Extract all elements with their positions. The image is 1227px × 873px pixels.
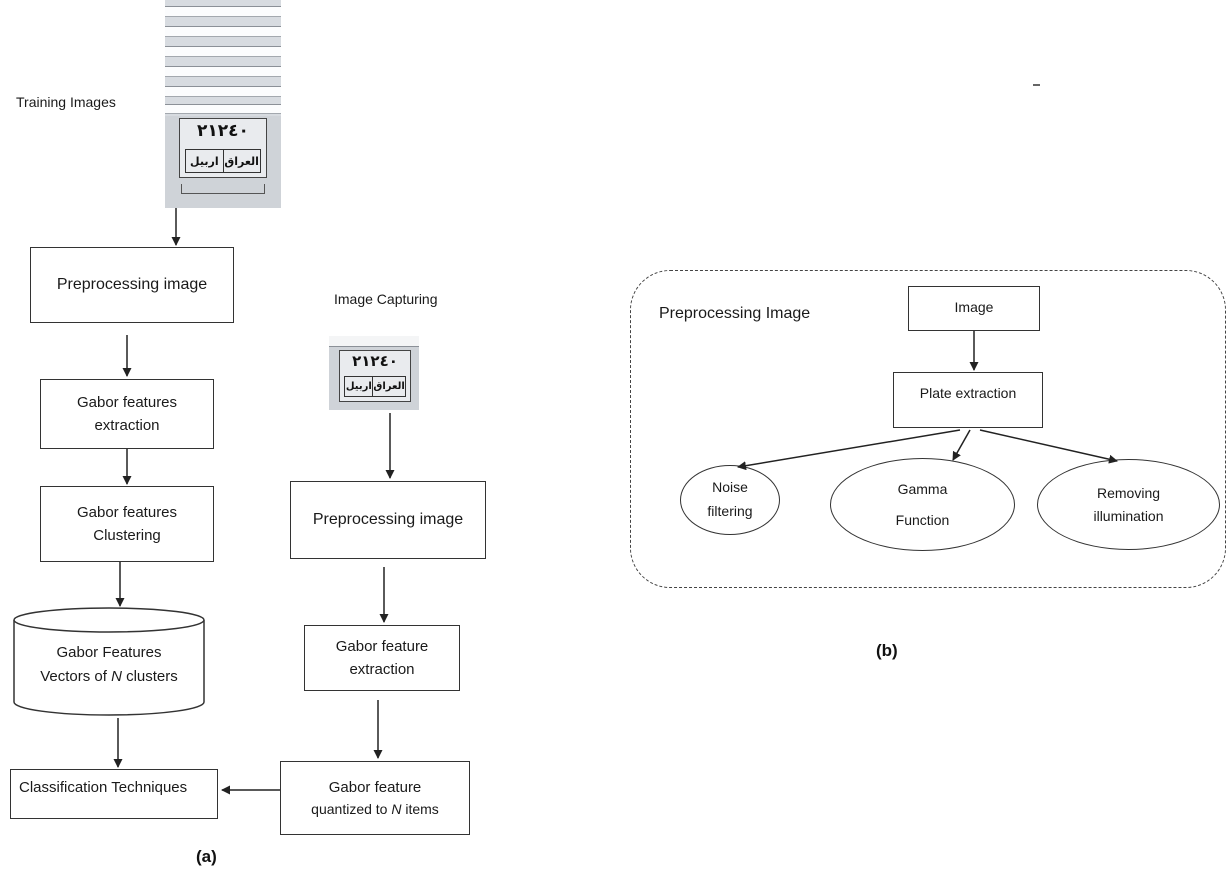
gabor-features-clustering-box: Gabor features Clustering (40, 486, 214, 562)
plate-extraction-box: Plate extraction (893, 372, 1043, 428)
noise-filtering-node: Noise filtering (680, 465, 780, 535)
arrow-plate-to-gamma (952, 429, 971, 461)
image-capturing-label: Image Capturing (334, 291, 438, 307)
image-box: Image (908, 286, 1040, 331)
noise-filtering-label: Noise filtering (707, 479, 753, 519)
removing-line1: Removing (1096, 485, 1161, 502)
training-image: ٢١٢٤٠ اربيل العراق (165, 0, 281, 208)
license-plate: ٢١٢٤٠ اربيل العراق (179, 118, 267, 178)
arrow-plate-to-noise (737, 429, 961, 471)
preprocessing-group-title: Preprocessing Image (659, 305, 811, 322)
captured-plate-word-right: العراق (372, 377, 405, 396)
database-line2: Vectors of N clusters (40, 668, 178, 685)
gabor-feature-extraction-box: Gabor feature extraction (304, 625, 460, 691)
preprocessing-image-box-right: Preprocessing image (290, 481, 486, 559)
gabor-feature-quantized-box: Gabor feature quantized to N items (280, 761, 470, 835)
plate-word-right: العراق (222, 150, 260, 172)
captured-plate-word-left: اربيل (345, 381, 372, 392)
quantized-line1: Gabor feature (328, 778, 422, 796)
database-text: Gabor Features Vectors of N clusters (12, 641, 206, 689)
captured-image: ٢١٢٤٠ اربيل العراق (329, 336, 419, 410)
preprocessing-group (630, 270, 1226, 588)
preprocessing-image-right-label: Preprocessing image (312, 510, 464, 528)
image-stripes (165, 0, 281, 116)
plate-word-left: اربيل (190, 154, 219, 168)
caption-a: (a) (196, 847, 217, 866)
image-box-label: Image (954, 299, 994, 315)
removing-line2: illumination (1093, 507, 1164, 524)
removing-illumination-node: Removing illumination (1037, 459, 1220, 550)
gabor-features-database (13, 607, 205, 716)
gabor-features-extraction-box: Gabor features extraction (40, 379, 214, 449)
plate-extraction-label: Plate extraction (919, 385, 1017, 401)
gamma-line1: Gamma (897, 480, 948, 497)
captured-plate-number: ٢١٢٤٠ (352, 352, 398, 370)
classification-techniques-label: Classification Techniques (19, 779, 188, 796)
database-line1: Gabor Features (56, 644, 162, 661)
gamma-line2: Function (895, 511, 950, 528)
preprocessing-image-label: Preprocessing image (56, 275, 208, 293)
preprocessing-image-box-left: Preprocessing image (30, 247, 234, 323)
captured-plate: ٢١٢٤٠ اربيل العراق (339, 350, 411, 402)
classification-techniques-box: Classification Techniques (10, 769, 218, 819)
gabor-features-clustering-label: Gabor features Clustering (76, 503, 178, 544)
gamma-function-node: Gamma Function (830, 458, 1015, 551)
training-images-label: Training Images (16, 94, 116, 110)
arrow-plate-to-removing (979, 429, 1118, 464)
gabor-features-extraction-label: Gabor features extraction (76, 393, 178, 434)
quantized-line2: quantized to N items (311, 800, 439, 817)
caption-b: (b) (876, 641, 898, 660)
gabor-feature-extraction-label: Gabor feature extraction (335, 637, 429, 678)
plate-number: ٢١٢٤٠ (197, 121, 249, 141)
